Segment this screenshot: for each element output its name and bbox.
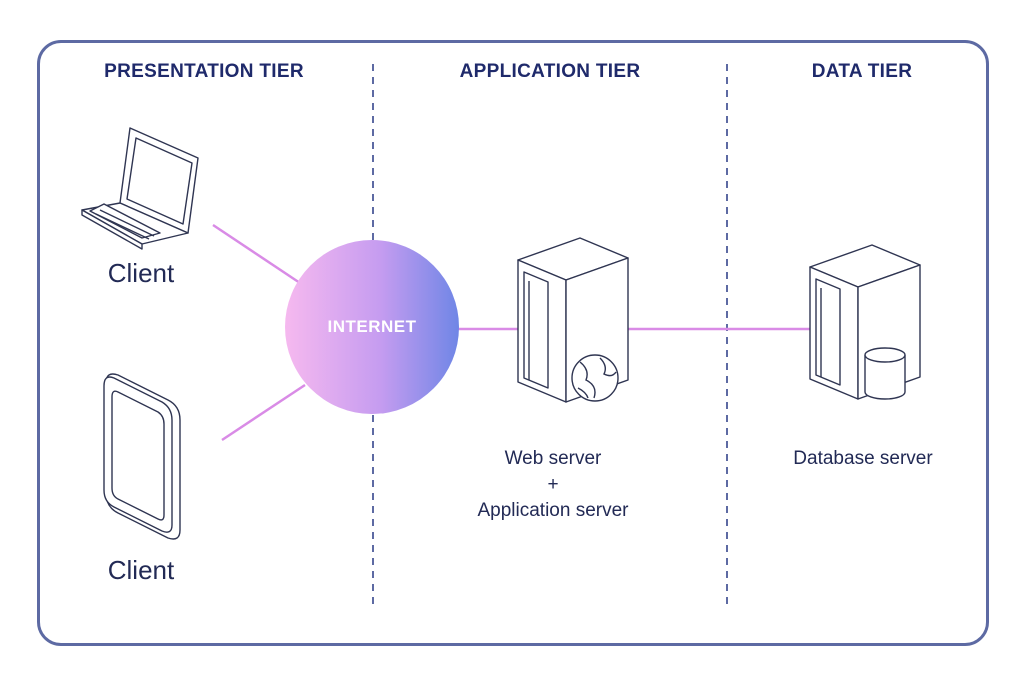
tier-title-presentation: PRESENTATION TIER xyxy=(104,61,304,82)
connector-phone-internet xyxy=(221,383,306,442)
connector-laptop-internet xyxy=(212,223,301,285)
internet-label: INTERNET xyxy=(327,317,417,336)
web-server-label-plus: + xyxy=(547,474,559,495)
web-server-label-line2: Application server xyxy=(477,500,629,521)
internet-circle xyxy=(285,240,459,414)
tier-title-data: DATA TIER xyxy=(811,61,913,82)
web-server-label-line1: Web server xyxy=(504,448,602,469)
connectors xyxy=(212,223,812,442)
database-server-label: Database server xyxy=(793,448,933,469)
tier-title-application: APPLICATION TIER xyxy=(459,61,641,82)
globe-icon xyxy=(571,354,619,402)
database-cylinder-icon xyxy=(864,347,906,400)
smartphone-icon xyxy=(103,373,181,540)
web-application-server-label: Web server + Application server xyxy=(477,446,628,524)
diagram-frame xyxy=(37,40,989,646)
laptop-icon xyxy=(81,127,199,250)
client-label-laptop: Client xyxy=(107,258,175,288)
client-label-phone: Client xyxy=(107,555,175,585)
